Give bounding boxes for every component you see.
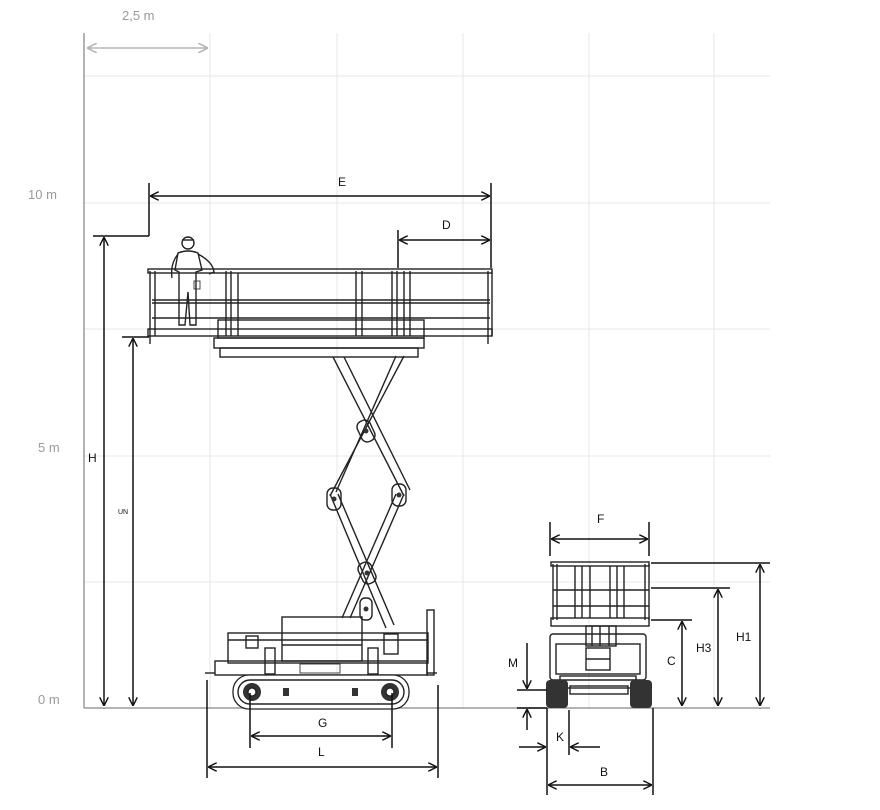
axes bbox=[83, 33, 770, 709]
dimension-lines bbox=[93, 183, 770, 795]
platform-guardrail bbox=[147, 268, 493, 358]
scissor-lift-side-view bbox=[147, 236, 493, 710]
dim-k-label: K bbox=[556, 730, 564, 744]
crawler-track bbox=[232, 674, 410, 710]
dim-h3-label: H3 bbox=[696, 641, 712, 655]
scissor-arms bbox=[326, 355, 411, 629]
grid bbox=[84, 33, 770, 708]
chassis bbox=[205, 609, 437, 676]
scale-label: 2,5 m bbox=[122, 8, 155, 23]
dim-g-label: G bbox=[318, 716, 327, 730]
dim-l-label: L bbox=[318, 745, 325, 759]
axis-label-10m: 10 m bbox=[28, 187, 57, 202]
axis-label-0m: 0 m bbox=[38, 692, 60, 707]
dim-h-label: H bbox=[88, 451, 97, 465]
scissor-lift-front-view bbox=[546, 561, 652, 708]
axis-label-5m: 5 m bbox=[38, 440, 60, 455]
dim-d-label: D bbox=[442, 218, 451, 232]
dim-e-label: E bbox=[338, 175, 346, 189]
dim-un-label: UN bbox=[118, 509, 128, 516]
dim-f-label: F bbox=[597, 512, 604, 526]
operator-figure bbox=[170, 236, 215, 326]
dim-h1-label: H1 bbox=[736, 630, 752, 644]
dim-c-label: C bbox=[667, 654, 676, 668]
dim-b-label: B bbox=[600, 765, 608, 779]
dim-m-label: M bbox=[508, 656, 518, 670]
